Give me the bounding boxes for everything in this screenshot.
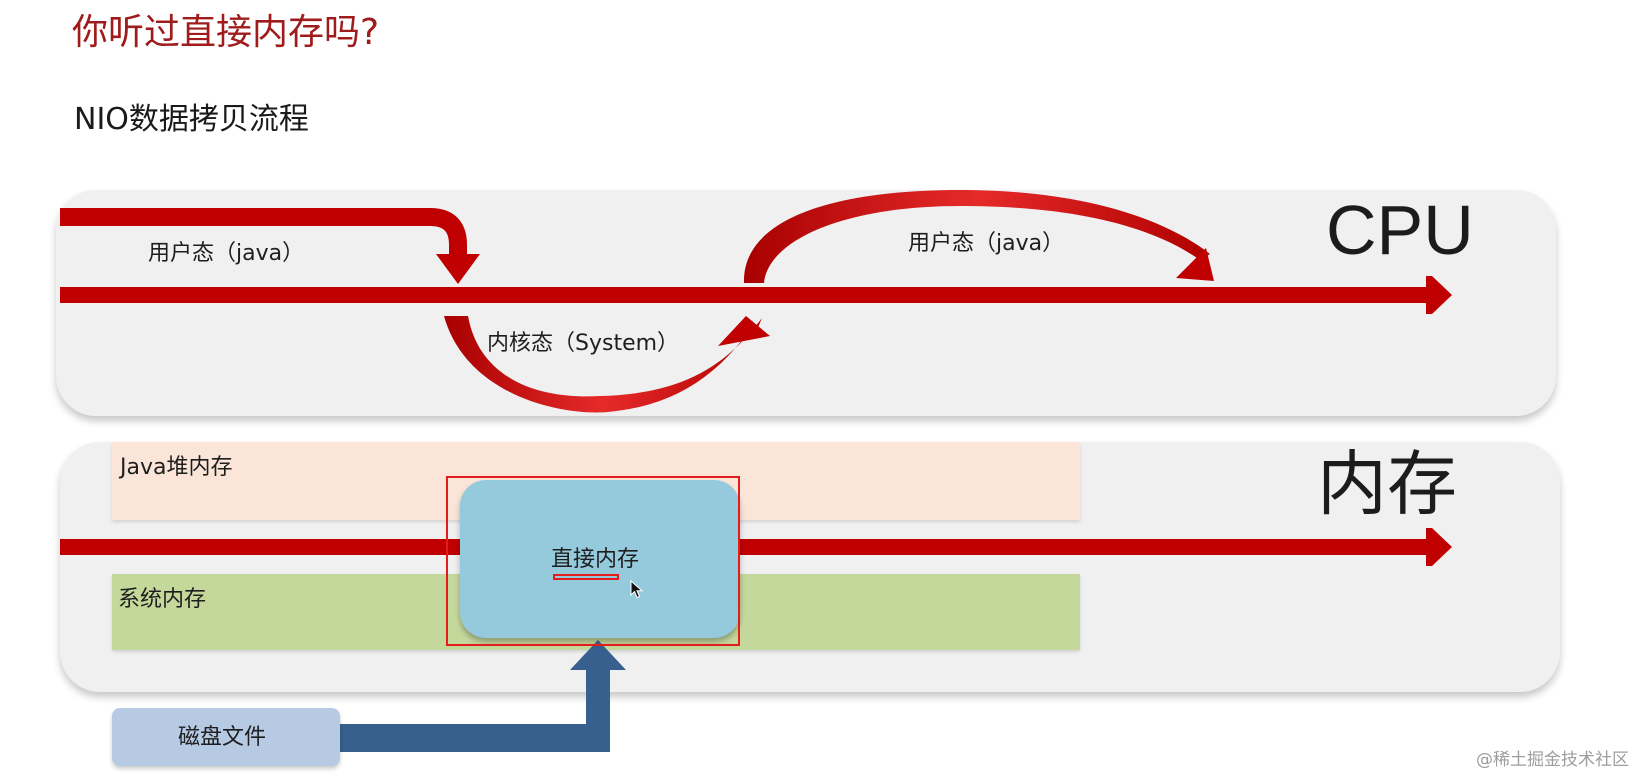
java-heap-label: Java堆内存	[120, 455, 233, 480]
mouse-cursor-icon	[630, 580, 644, 599]
disk-file-box	[112, 708, 340, 766]
user-mode-label-right: 用户态（java）	[908, 231, 1065, 256]
direct-memory-label-highlight	[553, 574, 619, 580]
user-mode-label-left: 用户态（java）	[148, 241, 305, 266]
cpu-timeline-arrowhead	[1426, 276, 1452, 314]
slide-subtitle: NIO数据拷贝流程	[74, 102, 309, 137]
memory-label: 内存	[1317, 445, 1457, 523]
user-mode-entry-arrow	[60, 208, 467, 258]
watermark: @稀土掘金技术社区	[1476, 750, 1629, 770]
disk-arrowhead	[570, 640, 626, 670]
user-mode-entry-arrowhead	[436, 254, 480, 284]
memory-timeline-arrowhead	[1426, 528, 1452, 566]
kernel-mode-arrowhead	[718, 316, 770, 346]
disk-to-direct-memory-arrow	[340, 668, 610, 752]
kernel-mode-label: 内核态（System）	[487, 331, 680, 356]
cpu-timeline-arrow-shaft	[60, 287, 1430, 303]
direct-memory-block	[460, 480, 740, 638]
slide-title: 你听过直接内存吗?	[72, 12, 380, 53]
direct-memory-label: 直接内存	[551, 547, 640, 572]
cpu-label: CPU	[1326, 191, 1474, 269]
disk-file-label: 磁盘文件	[178, 725, 267, 750]
kernel-mode-arc	[444, 316, 762, 413]
memory-timeline-arrow-shaft	[60, 539, 1430, 555]
user-mode-return-arc	[743, 190, 1210, 283]
user-mode-return-arrowhead	[1176, 248, 1214, 281]
direct-memory-highlight-frame	[446, 476, 740, 646]
system-memory-label: 系统内存	[118, 587, 207, 612]
